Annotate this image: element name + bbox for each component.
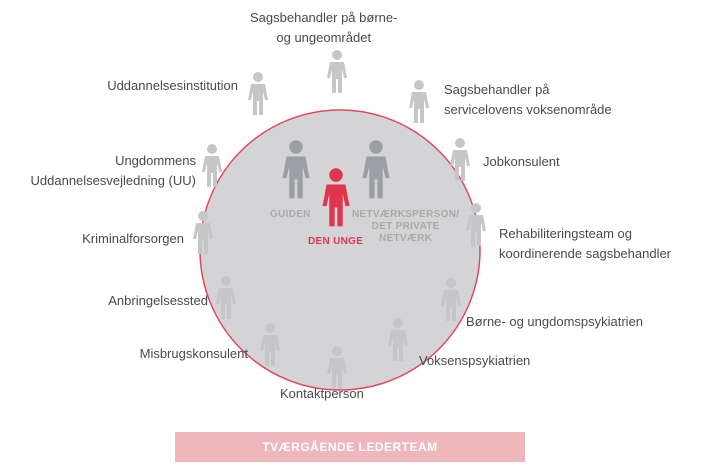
network-person-label: NETVÆRKSPERSON/ DET PRIVATE NETVÆRK xyxy=(352,209,460,244)
actor-label-placement: Anbringelsessted xyxy=(108,293,208,308)
actor-label-child-psychiatry: Børne- og ungdomspsykiatrien xyxy=(466,314,644,329)
actor-label-child-caseworker: Sagsbehandler på børne-og ungeområdet xyxy=(250,10,398,45)
actor-label-education-institution: Uddannelsesinstitution xyxy=(107,78,238,93)
actor-label-job-consultant: Jobkonsulent xyxy=(483,154,560,169)
actor-figure-icon xyxy=(327,50,347,93)
actor-figure-icon xyxy=(248,72,268,115)
young-person-label: DEN UNGE xyxy=(308,236,364,247)
actor-label-addiction-consultant: Misbrugskonsulent xyxy=(139,346,248,361)
actor-label-contact-person: Kontaktperson xyxy=(280,386,364,401)
actor-label-probation: Kriminalforsorgen xyxy=(82,231,184,246)
actor-label-adult-psychiatry: Voksenspsykiatrien xyxy=(419,353,531,368)
actor-figure-icon xyxy=(409,80,429,123)
cross-sector-management-team-bar: TVÆRGÅENDE LEDERTEAM xyxy=(175,432,525,462)
guide-label: GUIDEN xyxy=(270,209,311,220)
